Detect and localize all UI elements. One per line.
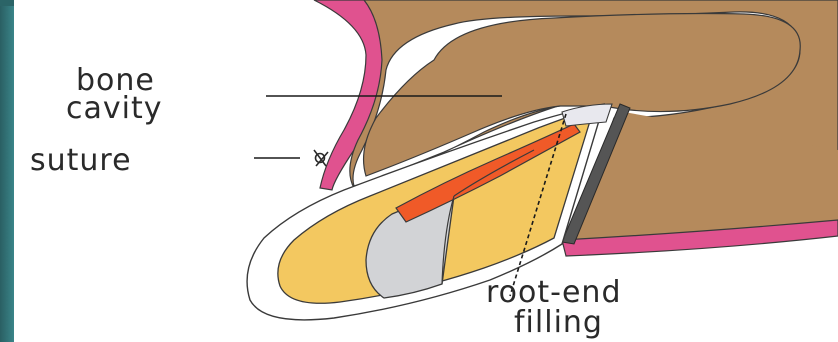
tooth-diagram: bone cavity suture root-end filling [14, 0, 838, 342]
label-filling: filling [514, 305, 603, 340]
label-suture: suture [30, 143, 132, 178]
diagram-frame: bone cavity suture root-end filling [14, 0, 838, 342]
label-cavity: cavity [66, 91, 162, 126]
suture-icon [314, 150, 328, 166]
root-end-filling-material [562, 104, 612, 126]
